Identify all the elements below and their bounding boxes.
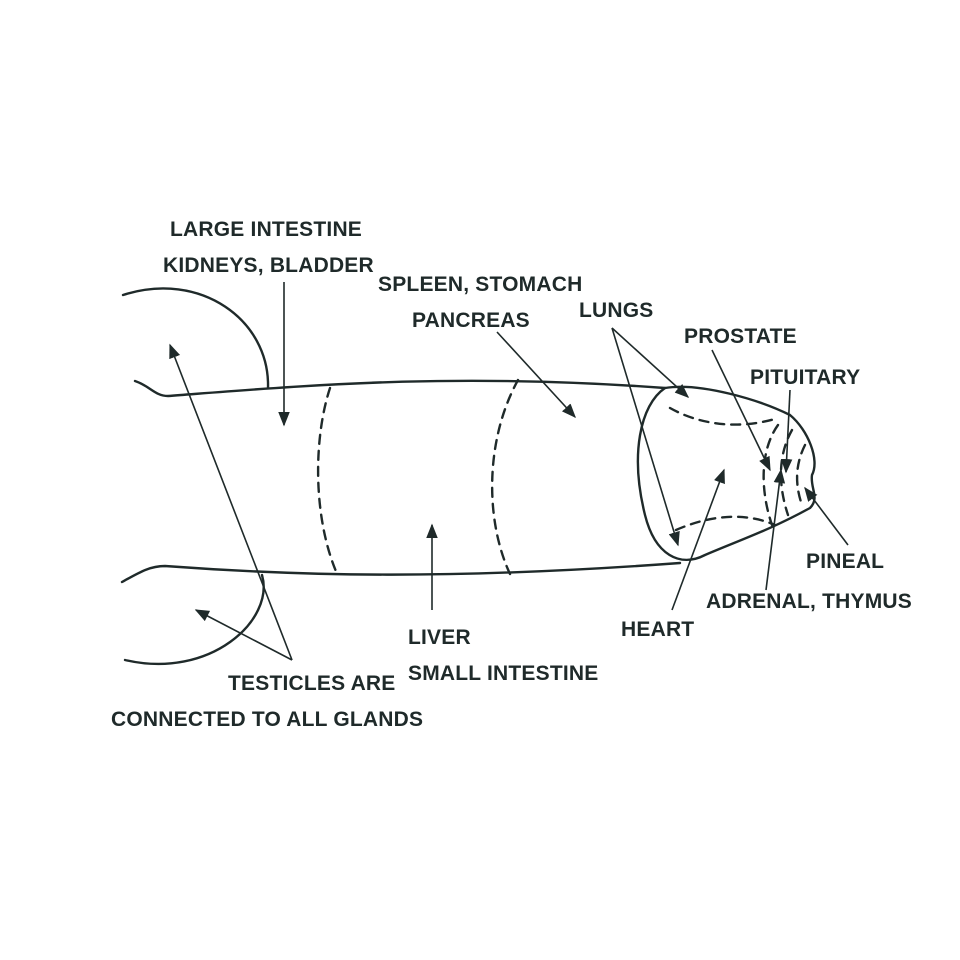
label-spleen-stomach: SPLEEN, STOMACH: [378, 273, 582, 296]
label-testicles-line2: CONNECTED TO ALL GLANDS: [111, 708, 423, 731]
label-testicles-line1: TESTICLES ARE: [228, 672, 396, 695]
testicle-lower-arc: [123, 573, 265, 666]
label-large-intestine: LARGE INTESTINE: [170, 218, 362, 241]
arrow-spleen: [496, 331, 576, 419]
arrow-testicles-lower: [194, 609, 293, 661]
testicle-upper-arc: [121, 287, 270, 390]
label-pituitary: PITUITARY: [750, 366, 860, 389]
glans-dash-4: [779, 428, 794, 517]
glans-dash-5: [795, 443, 807, 507]
zone-divider-2: [490, 378, 520, 576]
shaft-outline: [120, 379, 682, 584]
arrow-pineal: [804, 486, 849, 546]
zone-divider-1: [316, 386, 340, 578]
label-pancreas: PANCREAS: [412, 309, 530, 332]
label-liver: LIVER: [408, 626, 471, 649]
arrow-lungs-upper: [611, 327, 690, 398]
glans-outline: [636, 385, 816, 561]
arrow-testicles-upper: [169, 343, 293, 661]
label-prostate: PROSTATE: [684, 325, 797, 348]
glans-lower-dash: [674, 515, 777, 532]
label-heart: HEART: [621, 618, 694, 641]
glans-upper-dash: [668, 406, 780, 426]
label-adrenal-thymus: ADRENAL, THYMUS: [706, 590, 912, 613]
label-lungs: LUNGS: [579, 299, 654, 322]
label-pineal: PINEAL: [806, 550, 884, 573]
arrow-pituitary: [780, 389, 793, 474]
label-small-intestine: SMALL INTESTINE: [408, 662, 598, 685]
arrow-adrenal: [765, 468, 786, 591]
arrow-heart: [671, 468, 725, 611]
label-kidneys-bladder: KIDNEYS, BLADDER: [163, 254, 374, 277]
arrow-prostate: [711, 349, 771, 472]
arrow-lungs-lower: [611, 327, 680, 547]
